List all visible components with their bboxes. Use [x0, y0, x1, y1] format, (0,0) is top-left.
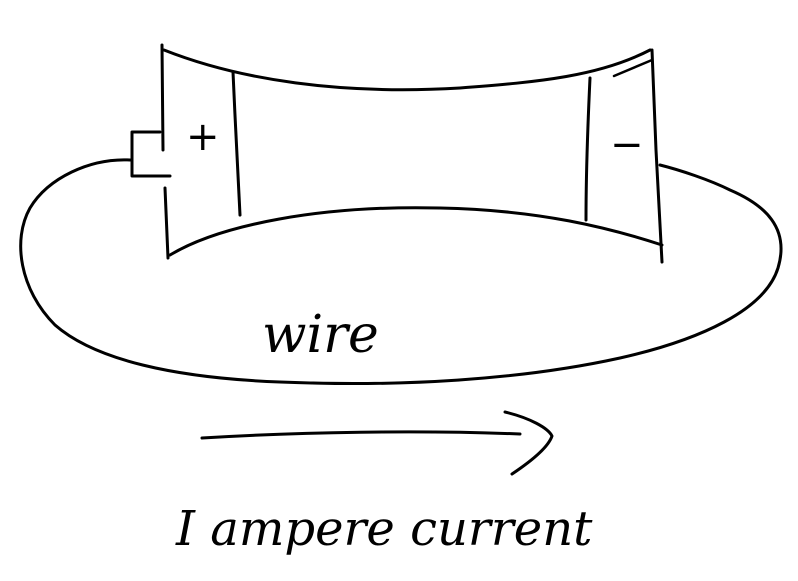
positive-sign-label: +: [186, 114, 220, 160]
battery-left-band: [231, 70, 242, 217]
battery-left-end: [160, 43, 170, 260]
wire-loop-left: [19, 158, 783, 386]
negative-sign-label: −: [610, 122, 644, 168]
wire-label: wire: [262, 305, 379, 365]
current-arrow: [200, 410, 554, 476]
battery-bottom-edge: [168, 206, 664, 257]
battery-top-right-mark: [612, 58, 654, 78]
wire-loop: [19, 158, 783, 386]
battery: [130, 43, 664, 264]
battery-right-band: [584, 76, 592, 222]
battery-positive-terminal: [130, 130, 172, 178]
battery-right-end: [650, 48, 664, 264]
current-arrow-shaft: [200, 430, 522, 440]
battery-top-edge: [162, 48, 652, 92]
current-label: I ampere current: [175, 501, 593, 557]
current-arrow-head: [503, 410, 554, 476]
